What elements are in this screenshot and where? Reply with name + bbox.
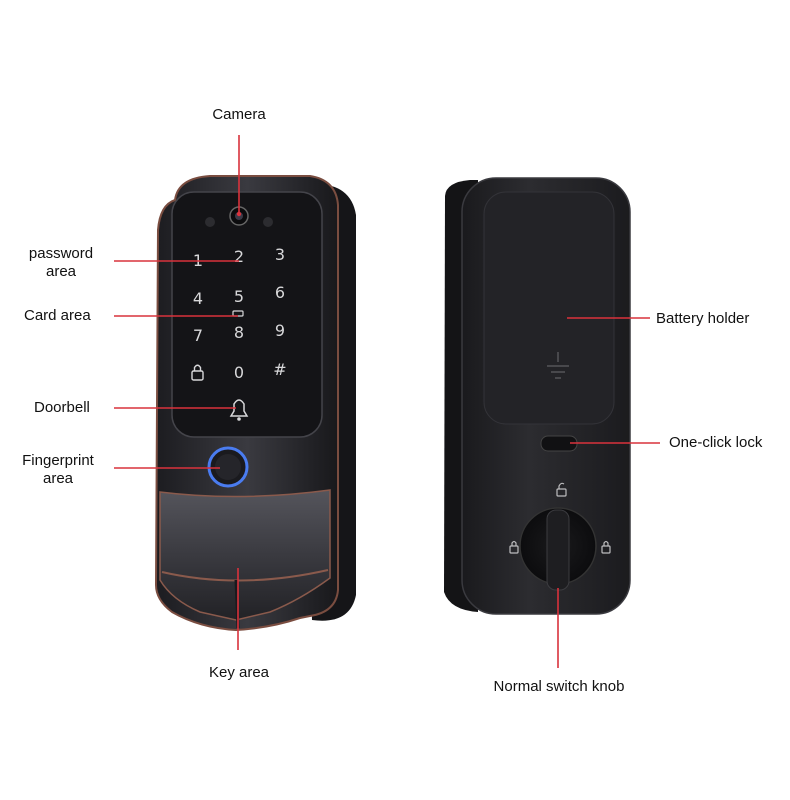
label-battery-holder: Battery holder bbox=[656, 310, 750, 327]
copper-trim bbox=[161, 569, 329, 582]
label-card-area: Card area bbox=[24, 307, 91, 324]
label-doorbell: Doorbell bbox=[34, 399, 90, 416]
sensor-dot-right bbox=[263, 217, 273, 227]
battery-cover bbox=[483, 191, 615, 425]
callout-dot-camera bbox=[236, 211, 242, 217]
label-camera: Camera bbox=[212, 106, 266, 123]
keypad: 1 2 3 4 5 6 7 8 9 0 # bbox=[191, 245, 287, 421]
label-normal-switch-knob: Normal switch knob bbox=[493, 678, 625, 695]
key-hash[interactable]: # bbox=[273, 360, 286, 379]
label-fingerprint-area: Fingerprint area bbox=[8, 452, 108, 488]
key-4[interactable]: 4 bbox=[193, 289, 203, 308]
label-key-area: Key area bbox=[208, 664, 270, 681]
padlock-icon-right bbox=[601, 540, 611, 554]
exterior-lock-unit: 1 2 3 4 5 6 7 8 9 0 # bbox=[154, 175, 356, 632]
key-6[interactable]: 6 bbox=[275, 283, 285, 302]
touch-panel bbox=[171, 191, 323, 438]
battery-symbol-icon bbox=[547, 352, 569, 379]
key-9[interactable]: 9 bbox=[275, 321, 285, 340]
key-2[interactable]: 2 bbox=[234, 247, 244, 266]
key-8[interactable]: 8 bbox=[234, 323, 244, 342]
padlock-icon-left bbox=[509, 540, 519, 554]
thumb-turn-knob[interactable] bbox=[519, 507, 597, 591]
label-fingerprint-line1: Fingerprint bbox=[22, 452, 94, 469]
label-one-click-lock: One-click lock bbox=[669, 434, 763, 451]
label-password-line2: area bbox=[45, 263, 77, 280]
key-7[interactable]: 7 bbox=[193, 326, 203, 345]
label-password-line1: password bbox=[28, 245, 94, 262]
interior-lock-unit bbox=[444, 177, 631, 615]
unlocked-padlock-icon bbox=[556, 482, 567, 497]
sensor-dot-left bbox=[205, 217, 215, 227]
fingerprint-sensor-icon[interactable] bbox=[207, 446, 249, 488]
bell-icon[interactable] bbox=[229, 399, 249, 421]
label-password-area: password area bbox=[14, 245, 108, 281]
key-0[interactable]: 0 bbox=[234, 363, 244, 382]
label-fingerprint-line2: area bbox=[42, 470, 74, 487]
padlock-icon[interactable] bbox=[191, 364, 204, 381]
key-5[interactable]: 5 bbox=[234, 287, 244, 306]
callout-lines bbox=[114, 135, 660, 668]
handle-cover bbox=[159, 489, 331, 621]
key-3[interactable]: 3 bbox=[275, 245, 285, 264]
